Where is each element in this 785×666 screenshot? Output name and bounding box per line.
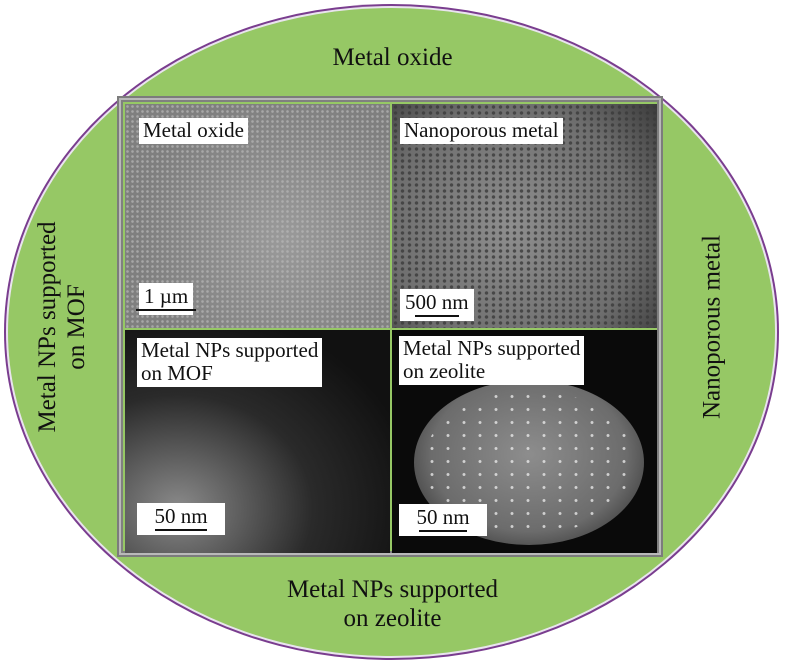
scale-bar: 500 nm: [400, 289, 474, 321]
panel-title-line1: Metal NPs supported: [141, 338, 319, 362]
scale-bar: 50 nm: [137, 503, 225, 535]
panel-metal-oxide: Metal oxide 1 µm: [125, 104, 390, 328]
scale-bar-line: [155, 529, 207, 531]
panel-title-line1: Metal NPs supported: [403, 336, 581, 360]
panel-title: Metal NPs supported on MOF: [137, 338, 323, 387]
scale-bar-label: 50 nm: [154, 504, 208, 528]
panel-title-line1: Metal oxide: [143, 118, 244, 142]
ring-label-top: Metal oxide: [332, 44, 453, 71]
scale-bar-label: 1 µm: [144, 284, 189, 308]
panel-title: Metal NPs supported on zeolite: [399, 336, 585, 385]
scale-bar-line: [419, 530, 467, 532]
ring-label-right: Nanoporous metal: [698, 235, 726, 419]
scale-bar: 1 µm: [136, 283, 197, 315]
ring-label-left: Metal NPs supported on MOF: [33, 221, 91, 432]
micrograph-grid: Metal oxide 1 µm Nanoporous metal 500 nm…: [121, 100, 659, 553]
panel-title-line2: on MOF: [141, 361, 213, 385]
scale-bar-line: [136, 309, 197, 311]
ring-label-bottom: Metal NPs supported on zeolite: [0, 575, 785, 633]
scale-bar-line: [414, 315, 459, 317]
panel-title-line1: Nanoporous metal: [404, 118, 559, 142]
panel-title-line2: on zeolite: [403, 359, 486, 383]
panel-title: Nanoporous metal: [400, 118, 563, 144]
ring-label-left-line1: Metal NPs supported: [34, 221, 61, 433]
ring-label-bottom-line1: Metal NPs supported: [286, 576, 499, 603]
micrograph-grid-frame: Metal oxide 1 µm Nanoporous metal 500 nm…: [117, 96, 663, 557]
panel-metal-nps-on-zeolite: Metal NPs supported on zeolite 50 nm: [392, 330, 657, 553]
scale-bar-label: 50 nm: [416, 505, 470, 529]
panel-nanoporous-metal: Nanoporous metal 500 nm: [392, 104, 657, 328]
ring-label-bottom-line2: on zeolite: [343, 605, 442, 632]
scale-bar-label: 500 nm: [405, 290, 469, 314]
panel-title: Metal oxide: [139, 118, 248, 144]
scale-bar: 50 nm: [399, 504, 487, 536]
ring-label-left-line2: on MOF: [63, 284, 90, 370]
panel-metal-nps-on-mof: Metal NPs supported on MOF 50 nm: [125, 330, 390, 553]
